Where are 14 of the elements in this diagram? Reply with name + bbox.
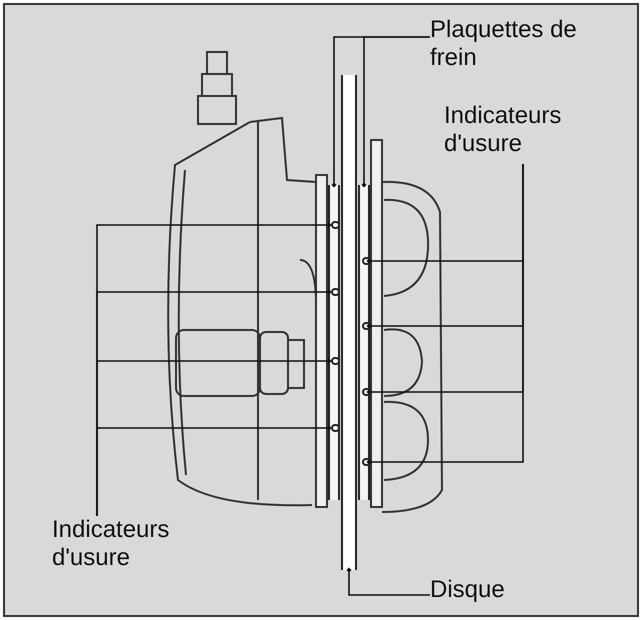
callout-label: Indicateurs d'usure [52,516,170,572]
leader-line [96,426,332,516]
callout-label: Plaquettes de frein [430,16,578,72]
callout-label: Indicateurs d'usure [444,102,562,158]
callout-label: Disque [430,576,506,604]
leader-line [346,568,430,596]
wear-indicator [331,288,340,296]
wear-indicator [331,221,340,229]
wear-indicator [331,424,340,432]
leader-line [362,36,430,188]
brake-pad [328,185,340,500]
leader-line [366,164,524,464]
brake-pad [358,185,370,500]
wear-indicator [331,357,340,365]
